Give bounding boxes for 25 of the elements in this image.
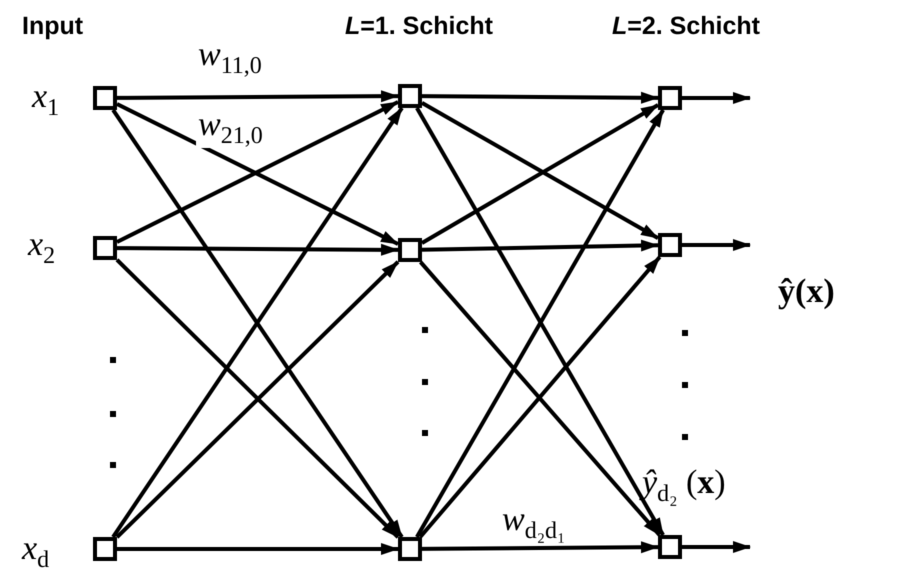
arrow [682, 92, 751, 104]
arrow [422, 92, 659, 104]
layer-heading: Input [22, 14, 84, 39]
arrow [116, 244, 399, 256]
neuron-box [658, 86, 682, 110]
arrow [422, 541, 659, 554]
arrow [682, 541, 751, 553]
neuron-box [398, 238, 422, 262]
neuron-box [658, 535, 682, 559]
neuron-box [398, 84, 422, 108]
neuron-box [658, 233, 682, 257]
neuron-box [93, 236, 117, 260]
arrow [422, 240, 659, 252]
output-label: ŷ(x) [778, 275, 835, 309]
arrow [116, 90, 399, 102]
arrow [682, 239, 751, 251]
variable-label: x$_{1}$ [32, 80, 60, 120]
neuron-box [93, 86, 117, 110]
layer-heading: L=2. Schicht [612, 14, 760, 39]
variable-label: x$_{d}$ [22, 532, 50, 572]
arrow [117, 543, 399, 555]
neuron-box [93, 537, 117, 561]
variable-label: x$_{2}$ [28, 228, 56, 268]
layer-heading: L=1. Schicht [345, 14, 493, 39]
neuron-box [398, 537, 422, 561]
